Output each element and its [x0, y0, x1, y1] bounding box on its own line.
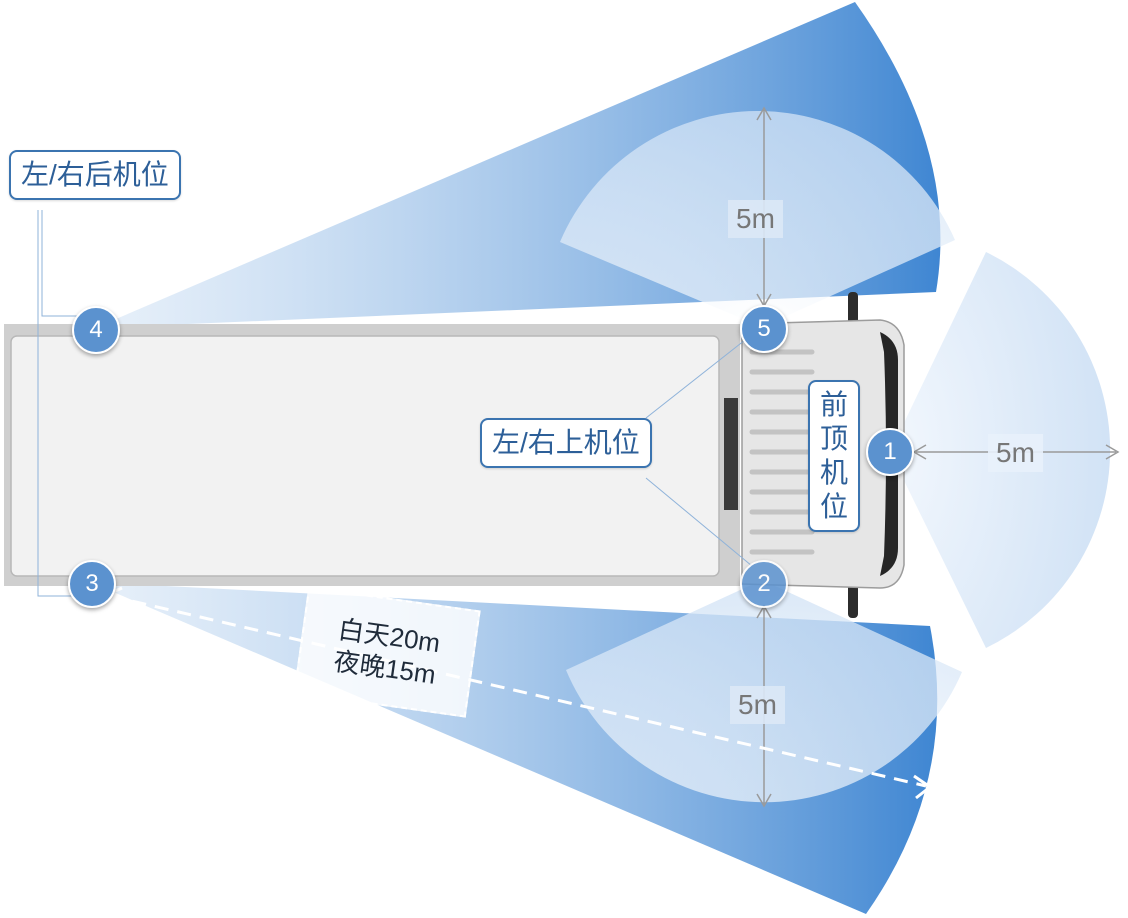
front-top-char-4: 位	[819, 491, 848, 522]
mirror-top	[848, 292, 858, 326]
camera-marker-1: 1	[866, 428, 914, 476]
camera-marker-3: 3	[68, 560, 116, 608]
upper-camera-label: 左/右上机位	[480, 418, 652, 468]
rear-camera-leader	[41, 210, 78, 317]
front-top-camera-label: 前 顶 机 位	[808, 380, 860, 532]
top-side-distance: 5m	[728, 200, 783, 238]
front-distance: 5m	[988, 434, 1043, 472]
front-top-char-1: 前	[819, 389, 848, 420]
cab-roof-ribs	[749, 349, 815, 555]
rear-camera-label: 左/右后机位	[9, 150, 181, 200]
mirror-bottom	[848, 584, 858, 618]
cargo-box-inner	[10, 335, 720, 577]
front-top-char-2: 顶	[819, 423, 848, 454]
upper-camera-leader-bottom	[645, 477, 753, 567]
camera-marker-4: 4	[72, 306, 120, 354]
camera-marker-2: 2	[740, 560, 788, 608]
bottom-side-distance: 5m	[730, 686, 785, 724]
front-top-char-3: 机	[819, 457, 848, 488]
rear-camera-leader-bottom	[37, 210, 72, 597]
camera-marker-5: 5	[740, 305, 788, 353]
upper-camera-leader-top	[645, 339, 746, 419]
